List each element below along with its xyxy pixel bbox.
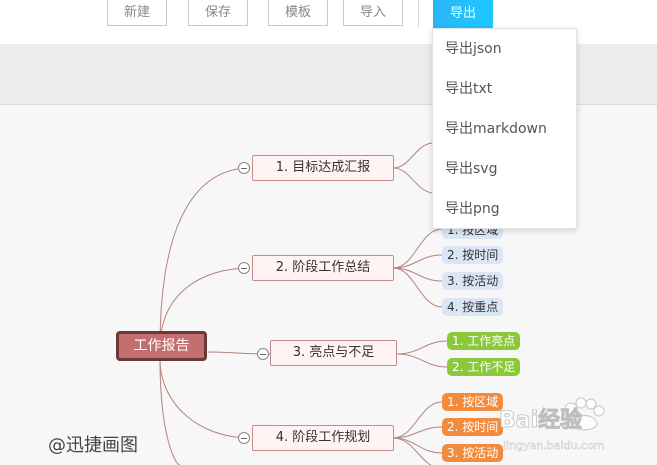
menu-item-export-png[interactable]: 导出png: [445, 201, 500, 217]
leaf-node[interactable]: 4. 按重点: [442, 298, 504, 316]
save-button[interactable]: 保存: [188, 0, 248, 26]
menu-item-export-json[interactable]: 导出json: [445, 41, 502, 57]
connector-b2-c2: [392, 254, 443, 269]
branch-node-3[interactable]: 3. 亮点与不足: [270, 340, 397, 366]
toolbar: 新建 保存 模板 导入 导出: [0, 0, 657, 44]
connector-b1-down: [392, 167, 433, 194]
collapse-toggle-4[interactable]: [238, 432, 250, 444]
new-button[interactable]: 新建: [107, 0, 167, 26]
toolbar-divider: [418, 0, 419, 28]
export-button[interactable]: 导出: [433, 0, 493, 28]
leaf-node[interactable]: 3. 按活动: [442, 272, 504, 290]
leaf-node[interactable]: 2. 工作不足: [447, 358, 521, 376]
connector-b2-c1: [392, 228, 443, 269]
baidu-watermark: Bai经验 jingyan.baidu.com: [499, 397, 605, 452]
connector-b3-c2: [396, 353, 448, 368]
collapse-toggle-2[interactable]: [238, 262, 250, 274]
connector-b4-c4: [392, 437, 432, 465]
baidu-watermark-text: Bai经验: [499, 407, 582, 433]
mindmap-canvas[interactable]: 工作报告 1. 目标达成汇报 2. 阶段工作总结 3. 亮点与不足 4. 阶段工…: [0, 105, 657, 465]
connector-b1-up: [392, 142, 433, 169]
connector-root-4: [159, 358, 251, 439]
template-button[interactable]: 模板: [268, 0, 328, 26]
connector-b3-c1: [396, 340, 448, 355]
export-dropdown-menu: 导出json 导出txt 导出markdown 导出svg 导出png: [432, 28, 577, 229]
root-node[interactable]: 工作报告: [116, 331, 207, 361]
import-button[interactable]: 导入: [343, 0, 403, 26]
author-watermark: @迅捷画图: [48, 435, 138, 456]
connector-root-1: [159, 167, 251, 348]
leaf-node[interactable]: 3. 按活动: [442, 444, 504, 462]
mindmap-connectors: [159, 142, 448, 465]
menu-item-export-svg[interactable]: 导出svg: [445, 161, 498, 177]
connector-root-2: [159, 267, 251, 348]
connector-b4-c3: [392, 437, 443, 454]
branch-node-2[interactable]: 2. 阶段工作总结: [252, 255, 394, 281]
connector-b2-c4: [392, 267, 443, 308]
menu-item-export-txt[interactable]: 导出txt: [445, 81, 493, 97]
leaf-node[interactable]: 1. 工作亮点: [447, 332, 521, 350]
baidu-watermark-url: jingyan.baidu.com: [502, 439, 605, 452]
collapse-toggle-3[interactable]: [257, 348, 269, 360]
branch-node-1[interactable]: 1. 目标达成汇报: [252, 155, 394, 181]
collapse-toggle-1[interactable]: [238, 162, 250, 174]
menu-item-export-markdown[interactable]: 导出markdown: [445, 121, 547, 137]
branch-node-4[interactable]: 4. 阶段工作规划: [252, 425, 394, 451]
leaf-node[interactable]: 2. 按时间: [442, 418, 504, 436]
connector-b4-c2: [392, 426, 443, 439]
leaf-node[interactable]: 1. 按区域: [442, 393, 504, 411]
leaf-node[interactable]: 2. 按时间: [442, 246, 504, 264]
connector-root-5: [159, 358, 181, 465]
connector-b4-c1: [392, 401, 443, 439]
